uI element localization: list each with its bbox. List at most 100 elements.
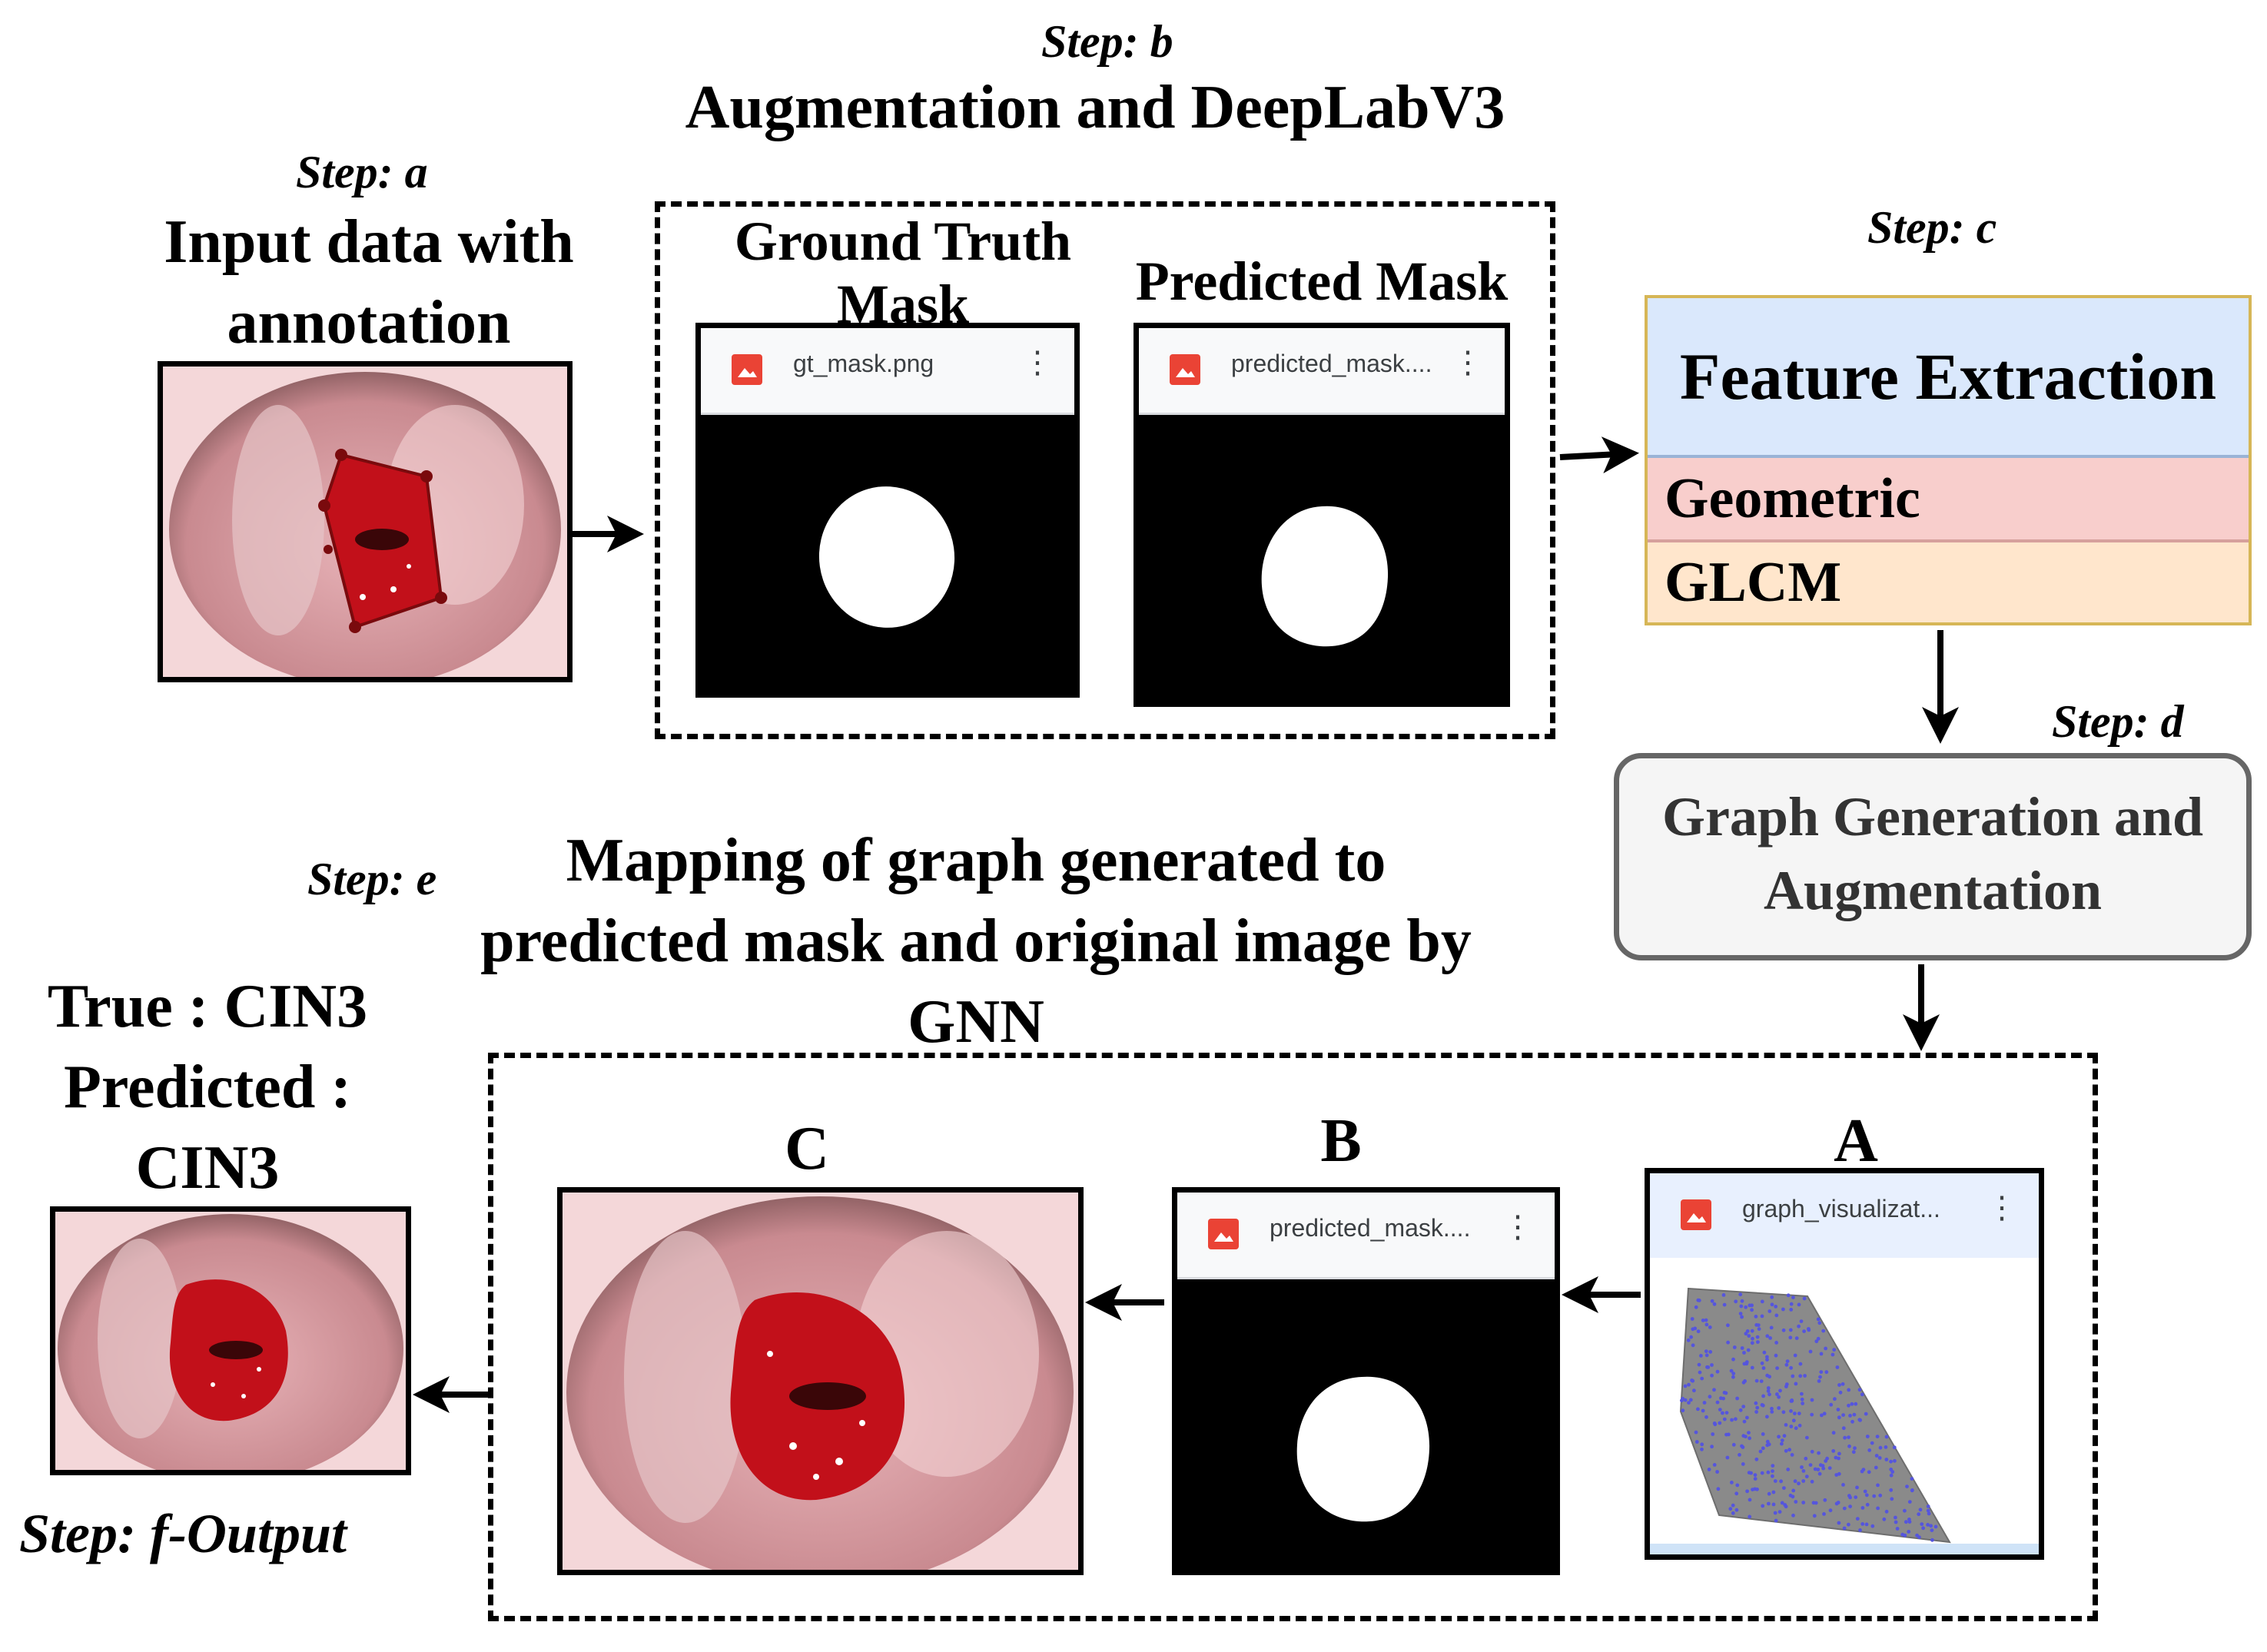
graph-node-dot [1793,1411,1797,1415]
graph-node-dot [1841,1426,1846,1431]
graph-node-dot [1780,1441,1784,1446]
graph-generation-line2: Augmentation [1763,860,2102,921]
graph-node-dot [1895,1527,1900,1531]
graph-node-dot [1788,1328,1793,1332]
image-file-icon [732,354,762,385]
graph-node-dot [1750,1365,1754,1370]
graph-node-dot [1921,1526,1925,1531]
graph-node-dot [1817,1379,1821,1383]
graph-node-dot [1786,1293,1791,1298]
graph-node-dot [1828,1508,1833,1513]
graph-node-dot [1852,1412,1857,1417]
graph-node-dot [1729,1368,1734,1373]
graph-node-dot [1697,1299,1701,1302]
graph-node-dot [1884,1509,1889,1514]
more-options-icon[interactable]: ⋮ [1022,345,1053,380]
graph-node-dot [1884,1445,1888,1449]
graph-node-dot [1837,1521,1841,1525]
graph-node-dot [1765,1439,1770,1444]
more-options-icon[interactable]: ⋮ [1502,1209,1533,1245]
graph-node-dot [1860,1506,1865,1510]
graph-node-dot [1767,1491,1771,1496]
graph-node-dot [1817,1471,1822,1476]
gt-mask-thumbnail: gt_mask.png ⋮ [695,323,1080,698]
graph-node-dot [1740,1315,1744,1319]
graph-node-dot [1687,1401,1691,1405]
graph-node-dot [1784,1423,1788,1427]
graph-node-dot [1715,1369,1720,1374]
graph-node-dot [1766,1389,1771,1393]
graph-node-dot [1802,1329,1806,1333]
graph-node-dot [1760,1361,1764,1365]
graph-node-dot [1688,1398,1693,1402]
pred-mask-b-filename: predicted_mask.... [1270,1214,1471,1242]
graph-node-dot [1801,1501,1806,1504]
graph-node-dot [1725,1455,1730,1460]
graph-node-dot [1754,1315,1758,1319]
predicted-label-line1: Predicted : [64,1053,351,1121]
graph-node-dot [1867,1448,1872,1452]
more-options-icon[interactable]: ⋮ [1987,1190,2017,1226]
graph-node-dot [1834,1455,1838,1460]
graph-node-dot [1753,1477,1758,1481]
graph-node-dot [1808,1463,1813,1467]
graph-node-dot [1780,1501,1784,1505]
more-options-icon[interactable]: ⋮ [1452,345,1483,380]
graph-node-dot [1831,1431,1836,1435]
graph-node-dot [1804,1475,1809,1478]
graph-node-dot [1865,1502,1870,1507]
graph-node-dot [1803,1374,1807,1378]
graph-node-dot [1801,1479,1806,1483]
graph-node-dot [1836,1408,1840,1411]
graph-node-dot [1787,1448,1791,1452]
graph-node-dot [1722,1417,1727,1421]
graph-node-dot [1742,1351,1746,1355]
step-b-container [655,201,1555,739]
graph-node-dot [1893,1458,1897,1463]
graph-node-dot [1822,1411,1827,1416]
graph-node-dot [1920,1522,1924,1526]
graph-node-dot [1746,1348,1751,1352]
graph-node-dot [1761,1366,1766,1370]
graph-file-header: graph_visualizat... ⋮ [1650,1173,2039,1260]
graph-node-dot [1713,1422,1718,1427]
graph-node-dot [1930,1538,1934,1542]
graph-node-dot [1860,1392,1864,1397]
graph-node-dot [1822,1512,1826,1516]
graph-node-dot [1884,1435,1889,1439]
graph-node-dot [1731,1503,1735,1508]
graph-node-dot [1847,1444,1851,1448]
step-a-title-line1: Input data with [164,208,574,276]
arrow-b-to-c [1559,436,1639,474]
graph-node-dot [1851,1450,1856,1455]
graph-node-dot [1741,1405,1746,1408]
graph-node-dot [1818,1375,1822,1379]
graph-node-dot [1918,1508,1923,1512]
graph-node-dot [1904,1520,1908,1524]
graph-node-dot [1748,1514,1752,1519]
graph-node-dot [1755,1405,1760,1410]
graph-node-dot [1929,1524,1933,1528]
graph-node-dot [1820,1413,1824,1418]
graph-node-dot [1878,1445,1883,1450]
label-c: C [785,1115,829,1183]
graph-node-dot [1797,1423,1802,1428]
graph-node-dot [1786,1468,1791,1471]
graph-node-dot [1829,1402,1834,1407]
graph-node-dot [1825,1456,1829,1461]
graph-node-dot [1774,1518,1778,1523]
step-e-label: Step: e [307,854,437,904]
graph-node-dot [1748,1498,1752,1502]
graph-node-dot [1697,1362,1701,1367]
pred-mask-file-header: predicted_mask.... ⋮ [1139,328,1505,415]
graph-node-dot [1760,1314,1764,1319]
graph-node-dot [1748,1303,1752,1308]
graph-node-dot [1791,1374,1795,1378]
graph-node-dot [1708,1325,1712,1329]
graph-node-dot [1794,1336,1799,1340]
label-a: A [1834,1107,1878,1175]
graph-node-dot [1811,1501,1816,1505]
gt-mask-caption-line1: Ground Truth [734,211,1072,272]
graph-node-dot [1807,1328,1811,1332]
graph-node-dot [1681,1408,1685,1413]
